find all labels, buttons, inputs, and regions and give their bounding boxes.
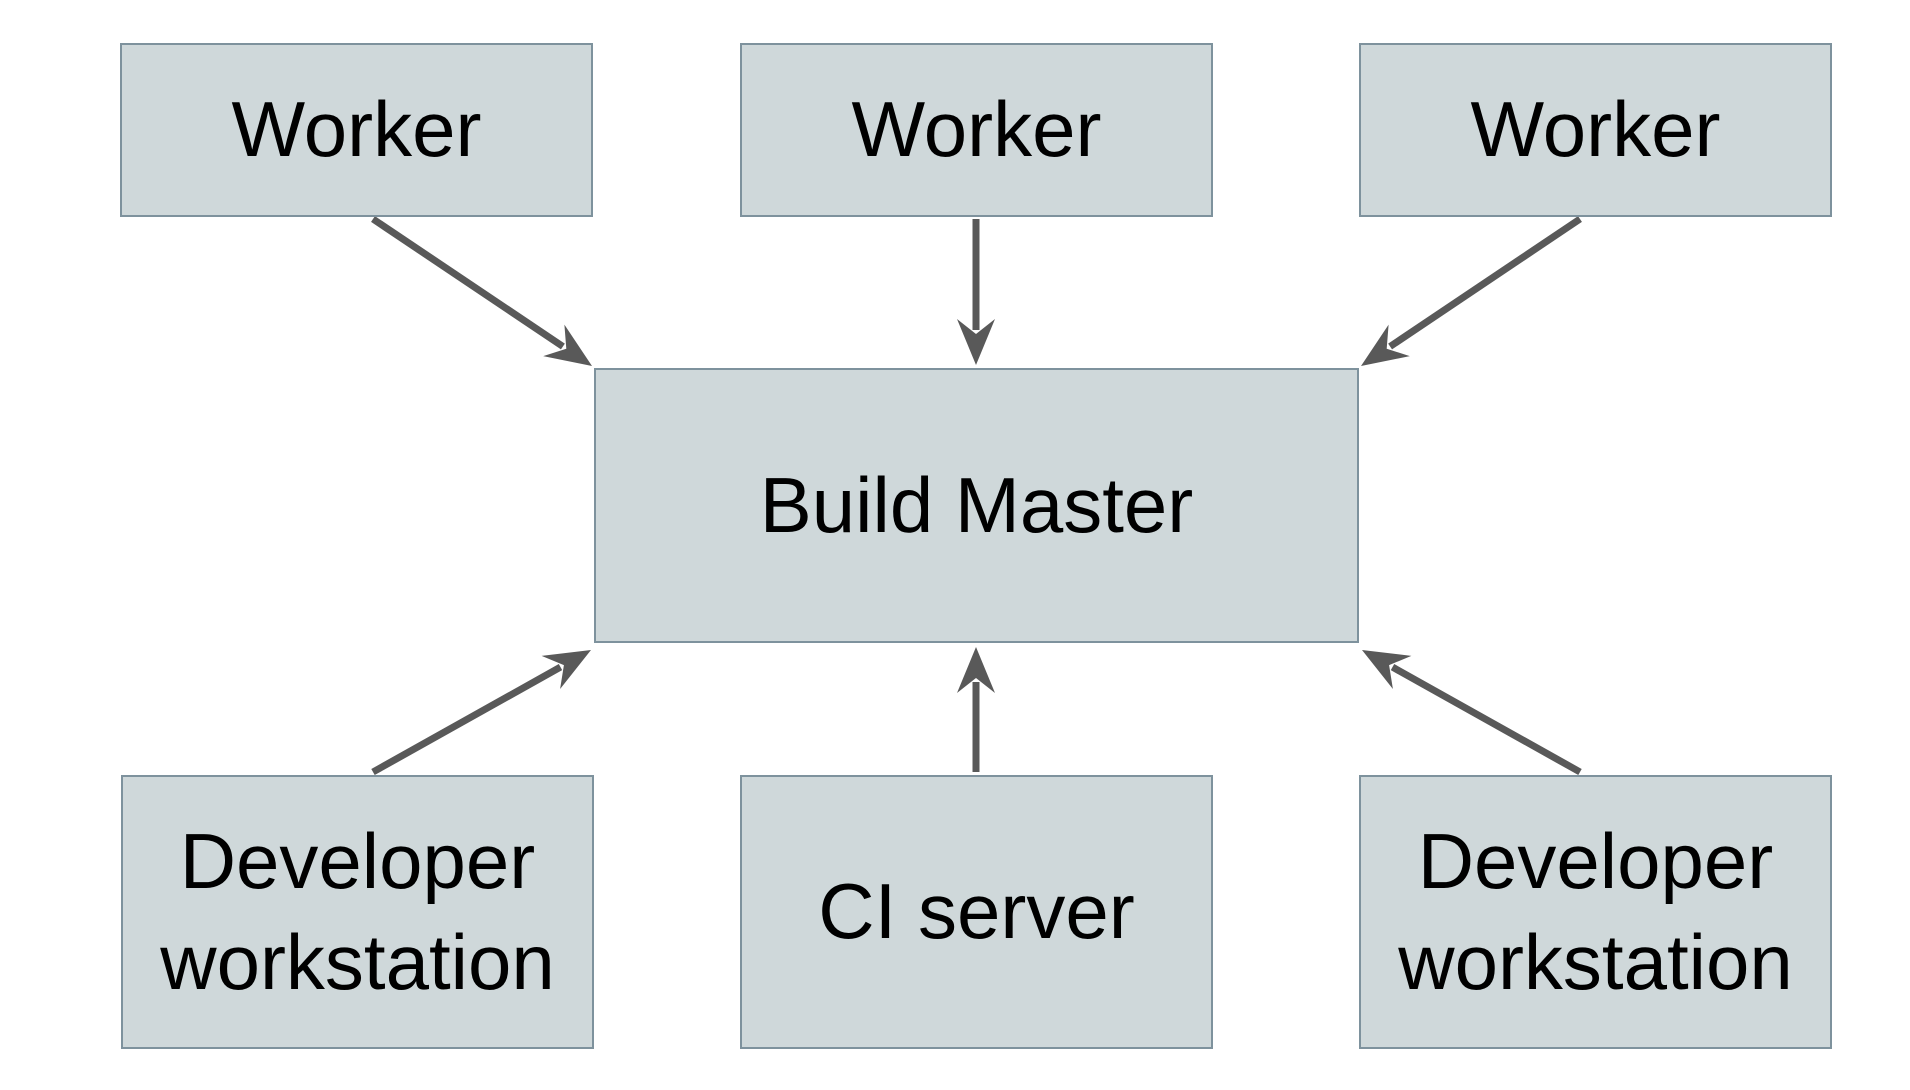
arrow-ci-server-to-build-master xyxy=(957,647,995,772)
arrow-worker1-to-build-master xyxy=(371,216,592,366)
arrow-dev-right-to-build-master xyxy=(1362,650,1582,776)
arrow-dev-right-to-build-master-shaft xyxy=(1390,664,1582,776)
arrow-ci-server-to-build-master-head xyxy=(957,647,995,693)
arrow-worker1-to-build-master-head xyxy=(543,324,592,366)
node-worker-3: Worker xyxy=(1359,43,1832,217)
node-build-master: Build Master xyxy=(594,368,1359,643)
node-developer-workstation-right: Developer workstation xyxy=(1359,775,1832,1049)
node-developer-workstation-left-label: Developer workstation xyxy=(160,816,555,1006)
arrow-worker1-to-build-master-shaft xyxy=(371,216,565,350)
arrow-worker3-to-build-master-shaft xyxy=(1388,216,1582,350)
arrow-dev-right-to-build-master-head xyxy=(1362,650,1412,689)
arrow-worker3-to-build-master xyxy=(1361,216,1582,366)
node-worker-1: Worker xyxy=(120,43,593,217)
arrow-dev-left-to-build-master xyxy=(371,650,591,776)
arrow-dev-left-to-build-master-shaft xyxy=(371,664,563,776)
node-worker-3-label: Worker xyxy=(1470,85,1721,174)
node-ci-server-label: CI server xyxy=(818,867,1135,956)
node-ci-server: CI server xyxy=(740,775,1213,1049)
node-worker-2-label: Worker xyxy=(851,85,1102,174)
node-developer-workstation-right-label: Developer workstation xyxy=(1398,816,1793,1006)
arrow-dev-left-to-build-master-head xyxy=(541,650,591,689)
node-build-master-label: Build Master xyxy=(759,460,1194,549)
arrow-worker2-to-build-master-head xyxy=(957,319,995,365)
node-developer-workstation-left: Developer workstation xyxy=(121,775,594,1049)
node-worker-1-label: Worker xyxy=(231,85,482,174)
arrow-worker2-to-build-master xyxy=(957,219,995,365)
arrow-worker3-to-build-master-head xyxy=(1361,324,1410,366)
node-worker-2: Worker xyxy=(740,43,1213,217)
